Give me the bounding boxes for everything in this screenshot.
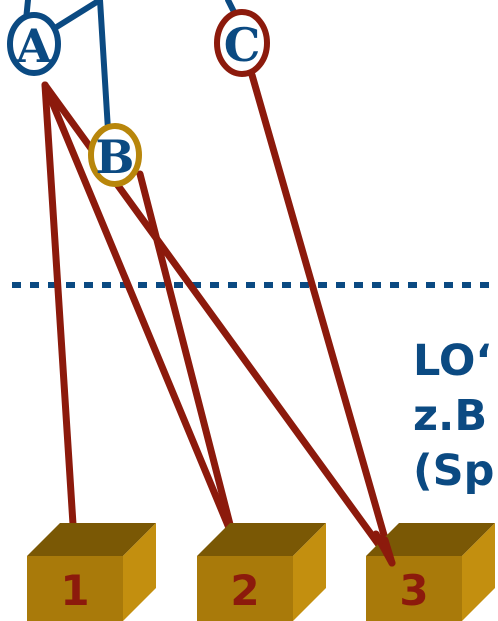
- node-a-label: A: [15, 19, 53, 73]
- node-b-circle: [88, 123, 142, 187]
- box-3: 3: [366, 523, 495, 621]
- box-3-top: [366, 523, 495, 556]
- box-2-label: 2: [230, 566, 259, 615]
- edge-b-up: [97, 0, 111, 133]
- node-c-circle: [214, 9, 270, 77]
- box-2-side: [293, 523, 326, 621]
- box-3-side: [462, 523, 495, 621]
- box-1-side: [123, 523, 156, 621]
- box-2-front: [197, 556, 293, 621]
- side-text-line-2: z.B: [413, 391, 488, 441]
- box-2-top: [197, 523, 326, 556]
- box-2: 2: [197, 523, 326, 621]
- side-text-line-1: LO‘: [413, 336, 492, 386]
- box-1-front: [27, 556, 123, 621]
- node-c-label: C: [224, 18, 261, 72]
- box-1-top: [27, 523, 156, 556]
- box-3-label: 3: [399, 566, 428, 615]
- box-1: 1: [27, 523, 156, 621]
- node-b-label: B: [96, 130, 135, 184]
- line-b-to-2: [136, 170, 238, 544]
- node-b: B: [88, 123, 142, 187]
- box-1-label: 1: [60, 566, 89, 615]
- line-a-to-1: [41, 81, 78, 544]
- node-a: A: [7, 12, 61, 76]
- side-text-line-3: (Sp: [413, 446, 495, 496]
- line-c-to-3: [248, 71, 396, 567]
- edge-a-up-right: [52, 0, 103, 31]
- line-a-to-2: [41, 81, 238, 544]
- node-a-circle: [7, 12, 61, 76]
- line-tip-box-3-c: [381, 536, 396, 567]
- box-3-front: [366, 556, 462, 621]
- node-c: C: [214, 9, 270, 77]
